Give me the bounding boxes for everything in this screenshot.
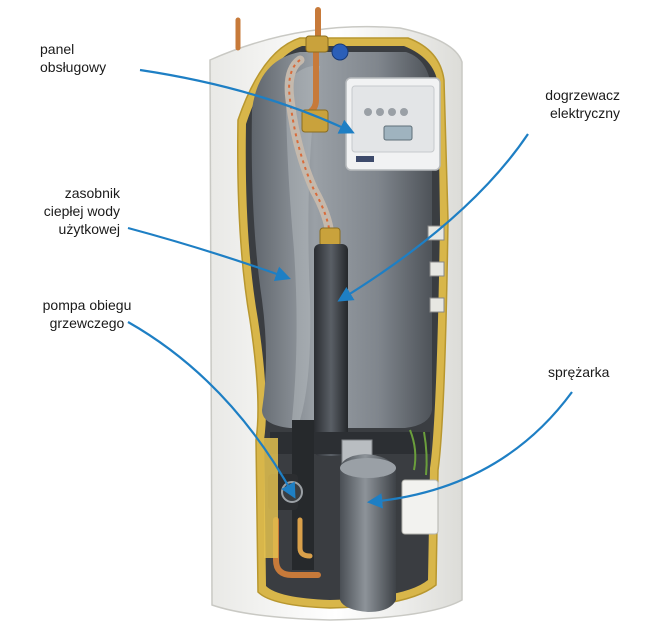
label-heater: dogrzewacz elektryczny xyxy=(545,87,620,121)
electrical-box xyxy=(429,297,445,313)
control-panel-button xyxy=(376,108,384,116)
arrow-icon xyxy=(127,226,291,282)
arrow-icon xyxy=(139,68,355,134)
arrow-icon xyxy=(127,321,296,499)
brass-coupling xyxy=(319,227,341,247)
label-tank: zasobnik ciepłej wody użytkowej xyxy=(43,185,120,237)
label-compressor: sprężarka xyxy=(548,364,610,380)
control-panel-button xyxy=(364,108,372,116)
label-panel: panel obsługowy xyxy=(40,41,107,75)
control-panel-display xyxy=(383,125,413,141)
electrical-box xyxy=(429,261,445,277)
control-panel-face xyxy=(351,85,435,153)
yellow-insulation-pipe xyxy=(264,438,278,558)
arrow-icon xyxy=(366,391,573,509)
tank-highlight xyxy=(286,66,320,420)
brass-fitting xyxy=(305,35,329,53)
arrow-icon xyxy=(337,133,529,302)
control-panel-button xyxy=(400,108,408,116)
white-component-box xyxy=(401,479,439,535)
blue-valve xyxy=(331,43,349,61)
control-panel-button xyxy=(388,108,396,116)
electric-heater-rod xyxy=(314,244,348,456)
compressor-top xyxy=(340,458,396,478)
lower-copper-pipe xyxy=(273,517,321,578)
control-panel-logo xyxy=(356,156,374,162)
lower-copper-pipe xyxy=(297,517,313,559)
wiring xyxy=(409,429,428,476)
flexible-hose-pattern xyxy=(288,59,331,236)
label-pump: pompa obiegu grzewczego xyxy=(42,297,132,331)
